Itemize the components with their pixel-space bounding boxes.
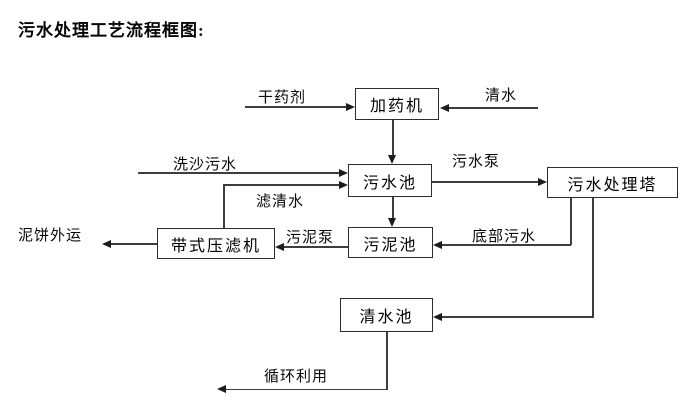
arrowhead-mud-cake-icon: [102, 239, 111, 248]
arrowhead-filtered-water-icon: [339, 180, 348, 189]
line-clean-water: [447, 107, 538, 109]
node-sludge-pool: 污泥池: [348, 227, 433, 258]
label-filtered-water: 滤清水: [256, 194, 305, 210]
arrowhead-dry-chemical-icon: [346, 102, 355, 111]
label-sludge-pump: 污泥泵: [286, 230, 335, 246]
line-sewage-pump: [432, 181, 540, 183]
line-mud-cake: [109, 243, 157, 245]
label-bottom-sewage: 底部污水: [472, 229, 537, 245]
node-belt-filter-press: 带式压滤机: [157, 228, 275, 259]
label-sewage-pump: 污水泵: [452, 154, 501, 170]
label-mud-cake-out: 泥饼外运: [18, 228, 83, 244]
line-tower-to-clean-vertical: [592, 198, 594, 317]
node-dosing-machine: 加药机: [355, 88, 439, 120]
arrowhead-recycle-icon: [217, 385, 226, 393]
node-clean-water-pool: 清水池: [340, 298, 433, 332]
line-dry-chemical: [245, 106, 347, 108]
line-recycle-vertical: [386, 332, 388, 390]
label-recycle: 循环利用: [264, 369, 329, 385]
arrowhead-dosing-to-sewage-icon: [388, 155, 396, 164]
arrowhead-clean-water-icon: [440, 103, 449, 112]
arrowhead-sewage-to-sludge-icon: [388, 218, 396, 227]
line-recycle-horizontal: [224, 388, 388, 391]
node-sewage-pool: 污水池: [348, 164, 432, 197]
label-dry-chemical: 干药剂: [258, 90, 307, 106]
line-sand-washing: [138, 172, 340, 174]
diagram-title: 污水处理工艺流程框图:: [18, 21, 205, 40]
node-treatment-tower: 污水处理塔: [547, 167, 678, 198]
line-dosing-to-sewage: [392, 120, 394, 157]
arrowhead-sewage-pump-icon: [538, 177, 547, 186]
line-filtered-water-horizontal: [223, 184, 340, 186]
arrowhead-sludge-pump-icon: [275, 242, 284, 251]
label-sand-washing-sewage: 洗沙污水: [173, 157, 238, 173]
line-bottom-sewage-horizontal: [440, 244, 571, 246]
label-clean-water: 清水: [485, 88, 518, 104]
line-sludge-pump: [282, 246, 348, 248]
line-sewage-to-sludge: [392, 197, 394, 221]
line-tower-to-clean-horizontal: [440, 316, 594, 318]
arrowhead-bottom-sewage-icon: [433, 240, 442, 249]
arrowhead-sand-washing-icon: [339, 168, 348, 177]
arrowhead-tower-to-clean-icon: [433, 312, 442, 321]
line-filtered-water-vertical: [223, 184, 225, 228]
line-bottom-sewage-vertical: [570, 198, 572, 245]
